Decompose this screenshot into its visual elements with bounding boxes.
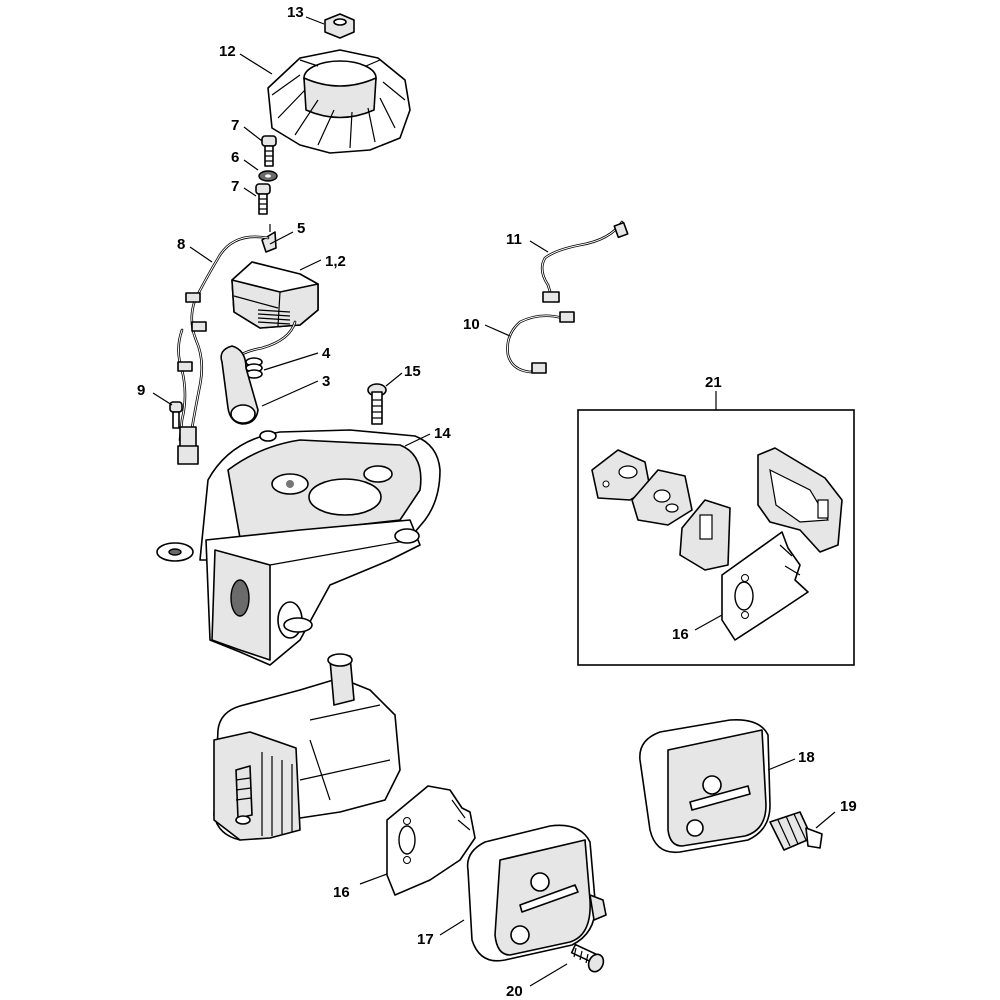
leader-lines xyxy=(152,16,836,987)
screw-15[interactable] xyxy=(367,383,387,425)
gasket-kit-box-21[interactable] xyxy=(577,409,855,666)
callout-15: 15 xyxy=(404,363,421,380)
callout-4: 4 xyxy=(322,345,331,362)
screw-7-lower[interactable] xyxy=(255,183,271,215)
ground-wire-11[interactable] xyxy=(540,220,629,303)
callout-17: 17 xyxy=(417,931,434,948)
callout-18: 18 xyxy=(798,749,815,766)
fan-housing-14[interactable] xyxy=(156,429,441,666)
spark-plug-boot-3[interactable] xyxy=(220,345,259,425)
short-circuit-wire-10[interactable] xyxy=(506,311,575,374)
screw-9[interactable] xyxy=(169,401,183,429)
screw-20[interactable] xyxy=(570,943,607,975)
callout-21: 21 xyxy=(705,374,722,391)
callout-16-kit: 16 xyxy=(672,626,689,643)
callout-11: 11 xyxy=(506,231,522,248)
callout-16: 16 xyxy=(333,884,350,901)
callout-12: 12 xyxy=(219,43,236,60)
muffler-18[interactable] xyxy=(639,718,771,854)
callout-19: 19 xyxy=(840,798,857,815)
washer-6[interactable] xyxy=(258,170,278,182)
hex-nut-13[interactable] xyxy=(324,13,355,39)
callout-9: 9 xyxy=(137,382,145,399)
callout-3: 3 xyxy=(322,373,330,390)
ground-clip-5[interactable] xyxy=(261,224,277,253)
screw-7-upper[interactable] xyxy=(261,135,277,167)
muffler-17[interactable] xyxy=(466,824,607,962)
callout-1-2: 1,2 xyxy=(325,253,346,270)
ignition-module-1-2[interactable] xyxy=(230,261,319,364)
callout-7a: 7 xyxy=(231,117,239,134)
callout-14: 14 xyxy=(434,425,451,442)
callout-10: 10 xyxy=(463,316,480,333)
wiring-harness-8[interactable] xyxy=(177,235,270,465)
gasket-16[interactable] xyxy=(386,785,476,896)
flywheel-12[interactable] xyxy=(267,49,411,154)
callout-20: 20 xyxy=(506,983,523,1000)
callout-7b: 7 xyxy=(231,178,239,195)
callout-5: 5 xyxy=(297,220,305,237)
callout-6: 6 xyxy=(231,149,239,166)
callout-13: 13 xyxy=(287,4,304,21)
callout-8: 8 xyxy=(177,236,185,253)
spark-arrestor-19[interactable] xyxy=(769,811,823,851)
callout-labels: 13 12 7 6 7 5 8 1,2 11 10 4 3 9 15 14 21… xyxy=(137,4,857,1000)
engine-crankcase xyxy=(213,653,401,841)
